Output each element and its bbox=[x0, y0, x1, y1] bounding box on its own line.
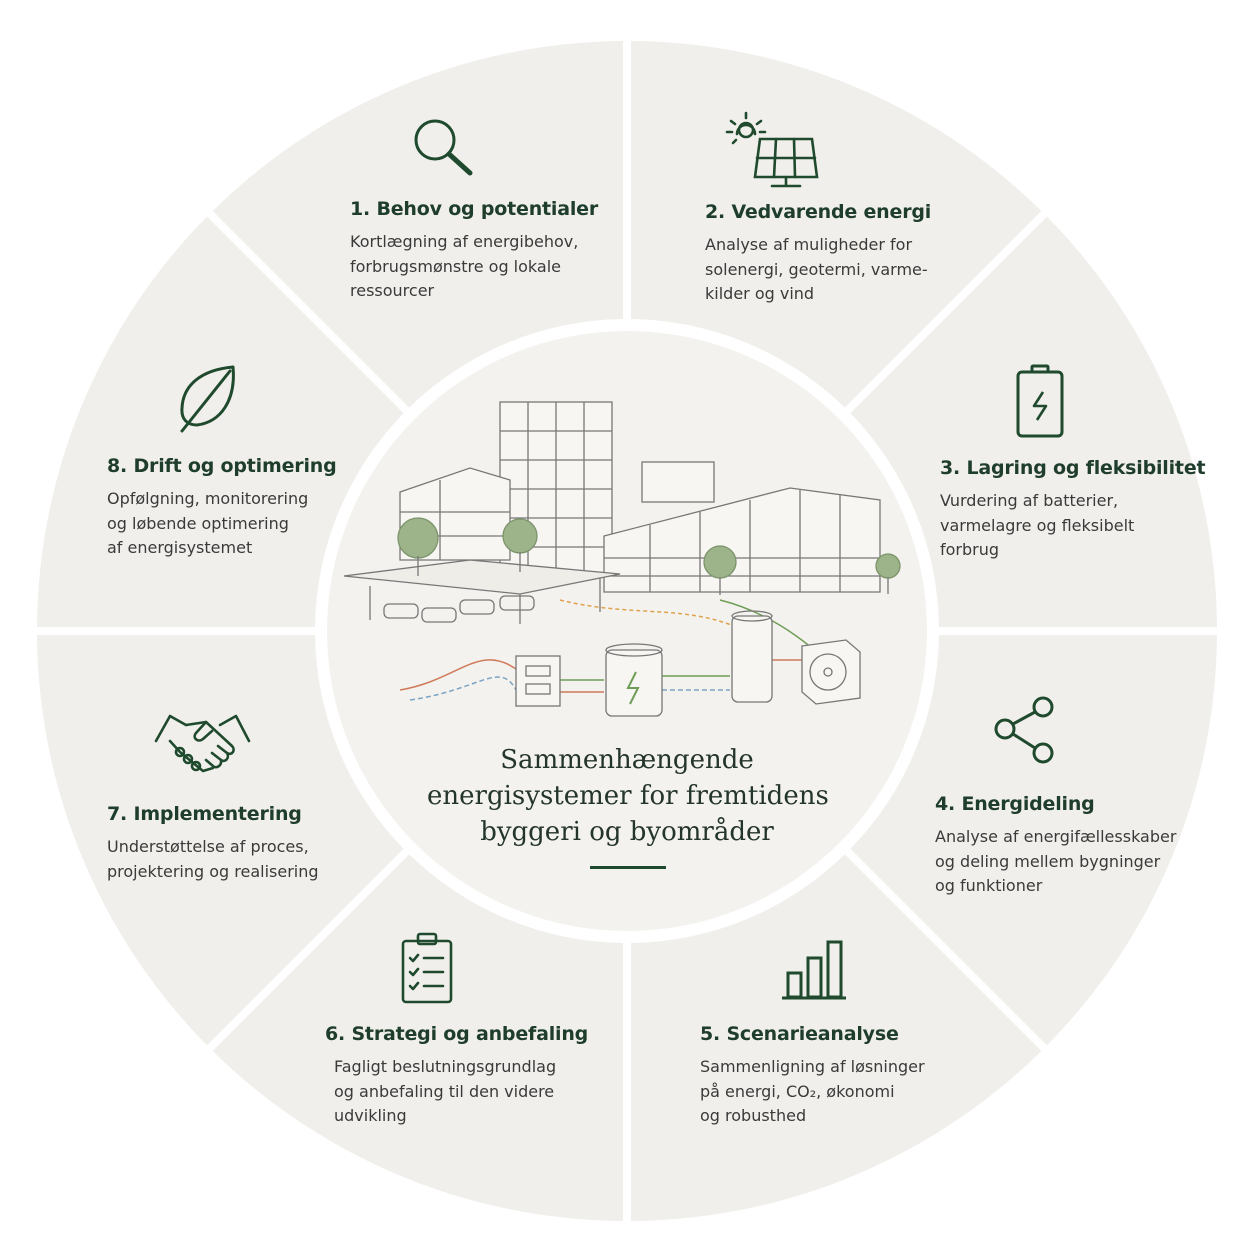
description-line: af energisystemet bbox=[107, 538, 253, 557]
segment-3: 3. Lagring og fleksibilitet Vurdering af… bbox=[940, 457, 1206, 563]
ring-segment-6 bbox=[37, 634, 404, 1046]
segment-title: 1. Behov og potentialer bbox=[350, 198, 599, 220]
magnifier-icon bbox=[414, 119, 473, 176]
center-divider bbox=[590, 866, 666, 869]
ring-segment-5 bbox=[212, 854, 624, 1221]
segment-title: 7. Implementering bbox=[107, 803, 302, 825]
description-line: Vurdering af batterier, bbox=[940, 491, 1119, 510]
ring-segment-1 bbox=[630, 41, 1042, 408]
description-line: Analyse af energifællesskaber bbox=[935, 827, 1177, 846]
description-line: og deling mellem bygninger bbox=[935, 851, 1161, 871]
description-line: og funktioner bbox=[935, 876, 1043, 895]
center-title-line: Sammenhængende bbox=[500, 745, 754, 775]
description-line: solenergi, geotermi, varme- bbox=[705, 259, 928, 279]
description-line: Analyse af muligheder for bbox=[705, 235, 913, 254]
segment-title: 6. Strategi og anbefaling bbox=[325, 1023, 589, 1045]
segments-layer bbox=[37, 41, 1217, 1221]
description-line: Opfølgning, monitorering bbox=[107, 489, 309, 508]
segment-title: 2. Vedvarende energi bbox=[705, 201, 932, 223]
segment-description: Analyse af energifællesskaber og deling … bbox=[935, 825, 1176, 899]
description-line: projektering og realisering bbox=[107, 861, 319, 881]
description-line: Understøttelse af proces, bbox=[107, 837, 309, 856]
segment-8: 8. Drift og optimering Opfølgning, monit… bbox=[107, 455, 337, 561]
segment-6: 6. Strategi og anbefaling Fagligt beslut… bbox=[325, 1023, 588, 1129]
solar-panel-icon bbox=[725, 111, 819, 188]
segment-description: Understøttelse af proces, projektering o… bbox=[107, 835, 319, 884]
segment-title: 5. Scenarieanalyse bbox=[700, 1023, 899, 1045]
description-line: på energi, CO₂, økonomi bbox=[700, 1081, 895, 1101]
description-line: og robusthed bbox=[700, 1106, 807, 1125]
segment-title: 4. Energideling bbox=[935, 793, 1095, 815]
segment-4: 4. Energideling Analyse af energifælless… bbox=[935, 793, 1176, 899]
segment-description: Kortlægning af energibehov, forbrugsmøns… bbox=[350, 230, 598, 304]
clipboard-checklist-icon bbox=[401, 932, 453, 1004]
ring-segment-4 bbox=[630, 854, 1042, 1221]
description-line: Fagligt beslutningsgrundlag bbox=[334, 1057, 557, 1076]
description-line: Kortlægning af energibehov, bbox=[350, 232, 579, 251]
description-line: udvikling bbox=[334, 1106, 407, 1125]
description-line: og anbefaling til den videre bbox=[334, 1081, 555, 1101]
description-line: forbrug bbox=[940, 540, 1000, 559]
segment-5: 5. Scenarieanalyse Sammenligning af løsn… bbox=[700, 1023, 925, 1129]
segment-description: Sammenligning af løsninger på energi, CO… bbox=[700, 1055, 925, 1129]
description-line: forbrugsmønstre og lokale bbox=[350, 256, 561, 276]
segment-description: Vurdering af batterier, varmelagre og fl… bbox=[940, 489, 1205, 563]
center-title: Sammenhængende energisystemer for fremti… bbox=[427, 742, 829, 850]
segment-description: Opfølgning, monitorering og løbende opti… bbox=[107, 487, 336, 561]
city-energy-illustration bbox=[343, 401, 901, 717]
ring-segment-3 bbox=[850, 634, 1217, 1046]
description-line: varmelagre og fleksibelt bbox=[940, 515, 1135, 535]
segment-2: 2. Vedvarende energi Analyse af mulighed… bbox=[705, 201, 931, 307]
bar-chart-icon bbox=[782, 940, 846, 1000]
segment-description: Fagligt beslutningsgrundlag og anbefalin… bbox=[325, 1055, 588, 1129]
battery-icon bbox=[1016, 364, 1064, 438]
ring-segment-8 bbox=[212, 41, 624, 408]
ring-segment-2 bbox=[850, 216, 1217, 628]
center-title-line: byggeri og byområder bbox=[480, 817, 774, 847]
handshake-icon bbox=[154, 714, 251, 773]
description-line: og løbende optimering bbox=[107, 513, 289, 533]
segment-title: 3. Lagring og fleksibilitet bbox=[940, 457, 1206, 479]
leaf-icon bbox=[180, 365, 235, 433]
segment-1: 1. Behov og potentialer Kortlægning af e… bbox=[350, 198, 598, 304]
segment-7: 7. Implementering Understøttelse af proc… bbox=[107, 803, 319, 884]
description-line: ressourcer bbox=[350, 281, 435, 300]
ring-segment-7 bbox=[37, 216, 404, 628]
description-line: Sammenligning af løsninger bbox=[700, 1057, 925, 1076]
description-line: kilder og vind bbox=[705, 284, 815, 303]
share-icon bbox=[994, 696, 1054, 764]
segment-description: Analyse af muligheder for solenergi, geo… bbox=[705, 233, 931, 307]
segment-title: 8. Drift og optimering bbox=[107, 455, 337, 477]
center-title-line: energisystemer for fremtidens bbox=[427, 781, 829, 811]
